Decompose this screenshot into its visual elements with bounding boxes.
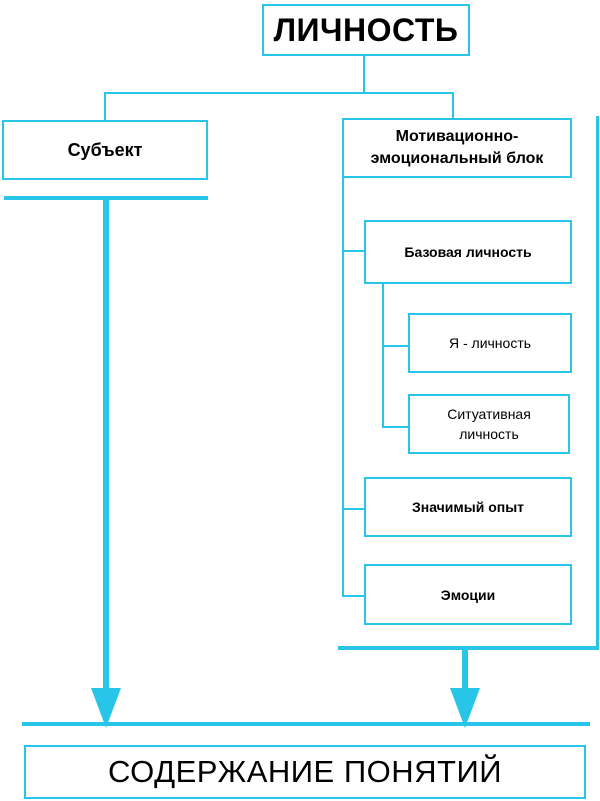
motivational-spine (342, 176, 344, 596)
significant-experience-box: Значимый опыт (364, 477, 572, 537)
footer-bar (22, 722, 590, 726)
ya-personality-box: Я - личность (408, 313, 572, 373)
significant-experience-label: Значимый опыт (411, 499, 525, 515)
connector-situational (382, 426, 410, 428)
right-branch-drop (452, 92, 454, 120)
footer-label: СОДЕРЖАНИЕ ПОНЯТИЙ (107, 754, 503, 789)
base-spine (382, 282, 384, 428)
subject-box: Субъект (2, 120, 208, 180)
connector-ya (382, 345, 410, 347)
subject-underline (4, 196, 208, 200)
ya-personality-label: Я - личность (448, 335, 532, 351)
base-personality-label: Базовая личность (404, 244, 532, 260)
situational-personality-box: Ситуативная личность (408, 394, 570, 454)
top-branch (104, 92, 454, 94)
left-arrow-shaft (103, 199, 109, 691)
right-arrow-shaft (462, 648, 468, 691)
title-box: ЛИЧНОСТЬ (262, 4, 470, 56)
connector-base (342, 250, 366, 252)
right-arrow-head-icon (450, 688, 480, 728)
title-stem (363, 55, 365, 93)
base-personality-box: Базовая личность (364, 220, 572, 284)
footer-box: СОДЕРЖАНИЕ ПОНЯТИЙ (24, 745, 586, 799)
situational-label-line1: Ситуативная (447, 406, 531, 422)
motivational-label-line2: эмоциональный блок (370, 150, 544, 167)
left-branch-drop (104, 92, 106, 120)
motivational-block-box: Мотивационно- эмоциональный блок (342, 118, 572, 178)
connector-emotions (342, 595, 366, 597)
motivational-label-line1: Мотивационно- (395, 128, 519, 145)
subject-label: Субъект (67, 139, 143, 160)
situational-label-line2: личность (459, 426, 519, 442)
emotions-label: Эмоции (440, 586, 496, 603)
motivational-frame-right (596, 116, 599, 648)
title-label: ЛИЧНОСТЬ (273, 11, 459, 48)
emotions-box: Эмоции (364, 564, 572, 625)
left-arrow-head-icon (91, 688, 121, 728)
motivational-frame-bottom (338, 646, 599, 650)
connector-significant (342, 508, 366, 510)
